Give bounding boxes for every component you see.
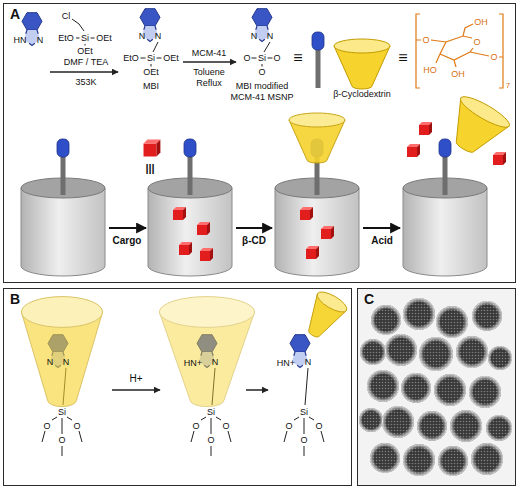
reagent-label: H+ (129, 374, 142, 384)
condition-label: Toluene (193, 68, 225, 77)
atom-label: OEt (163, 54, 179, 63)
atom-label: O (473, 38, 480, 47)
cyclodextrin-structure (416, 14, 503, 88)
atom-label: O (73, 422, 80, 431)
atom-label: N (47, 358, 54, 367)
panel-letter: B (10, 292, 20, 306)
atom-label: O (490, 53, 497, 62)
atom-label: O (58, 436, 65, 445)
atom-label: HN+ (277, 359, 295, 368)
atom-label: O (243, 54, 250, 63)
step-label: β-CD (242, 236, 266, 246)
atom-label: Si (147, 54, 155, 63)
atom-label: EtO (58, 34, 74, 43)
panel-frame: C (357, 288, 516, 486)
atom-label: EtO (123, 54, 139, 63)
condition-label: MCM-41 (192, 49, 227, 58)
atom-label: OEt (143, 68, 159, 77)
atom-label: Si (258, 54, 266, 63)
atom-label: Si (300, 408, 308, 417)
compound-label: β-Cyclodextrin (333, 90, 391, 99)
atom-label: O (315, 422, 322, 431)
condition-label: 353K (75, 78, 96, 87)
equivalence-symbol: ||| (145, 163, 154, 174)
panel-letter: A (10, 7, 20, 21)
atom-label: HN (14, 36, 27, 45)
atom-label: HO (423, 66, 437, 75)
atom-label: N (63, 358, 70, 367)
subscript: 7 (506, 82, 510, 90)
tem-ground (358, 289, 515, 485)
panel-letter: C (364, 292, 374, 306)
condition-label: DMF / TEA (64, 58, 108, 67)
atom-label: OH (474, 18, 488, 27)
atom-label: N (139, 32, 146, 41)
atom-label: N (267, 32, 274, 41)
atom-label: O (300, 436, 307, 445)
pore-sequence (21, 92, 513, 276)
atom-label: Si (207, 408, 215, 417)
atom-label: N (37, 36, 44, 45)
atom-label: HN+ (184, 359, 202, 368)
compound-label: MCM-41 MSNP (230, 93, 293, 102)
condition-label: Reflux (196, 79, 222, 88)
atom-label: N (305, 358, 312, 367)
atom-label: O (258, 68, 265, 77)
atom-label: Si (58, 408, 66, 417)
atom-label: N (212, 358, 219, 367)
release-mechanism (21, 288, 349, 456)
atom-label: Cl (62, 12, 71, 21)
step-label: Acid (371, 236, 393, 246)
atom-label: OH (451, 70, 465, 79)
atom-label: O (422, 36, 429, 45)
atom-label: O (285, 422, 292, 431)
synthesis-scheme (22, 9, 390, 89)
compound-label: MBI modified (236, 82, 289, 91)
equivalence-symbol: ≡ (398, 50, 407, 66)
atom-label: N (155, 32, 162, 41)
atom-label: O (43, 422, 50, 431)
panel-frame: B (3, 288, 352, 486)
atom-label: OEt (77, 47, 93, 56)
tem-particles (359, 298, 512, 476)
step-label: Cargo (113, 236, 142, 246)
atom-label: N (251, 32, 258, 41)
equivalence-symbol: ≡ (293, 50, 302, 66)
atom-label: O (273, 54, 280, 63)
atom-label: O (192, 422, 199, 431)
tem-particle-halo (359, 298, 512, 476)
atom-label: OEt (96, 34, 112, 43)
atom-label: O (207, 436, 214, 445)
compound-label: MBI (143, 82, 159, 91)
atom-label: Si (81, 34, 89, 43)
atom-label: O (222, 422, 229, 431)
